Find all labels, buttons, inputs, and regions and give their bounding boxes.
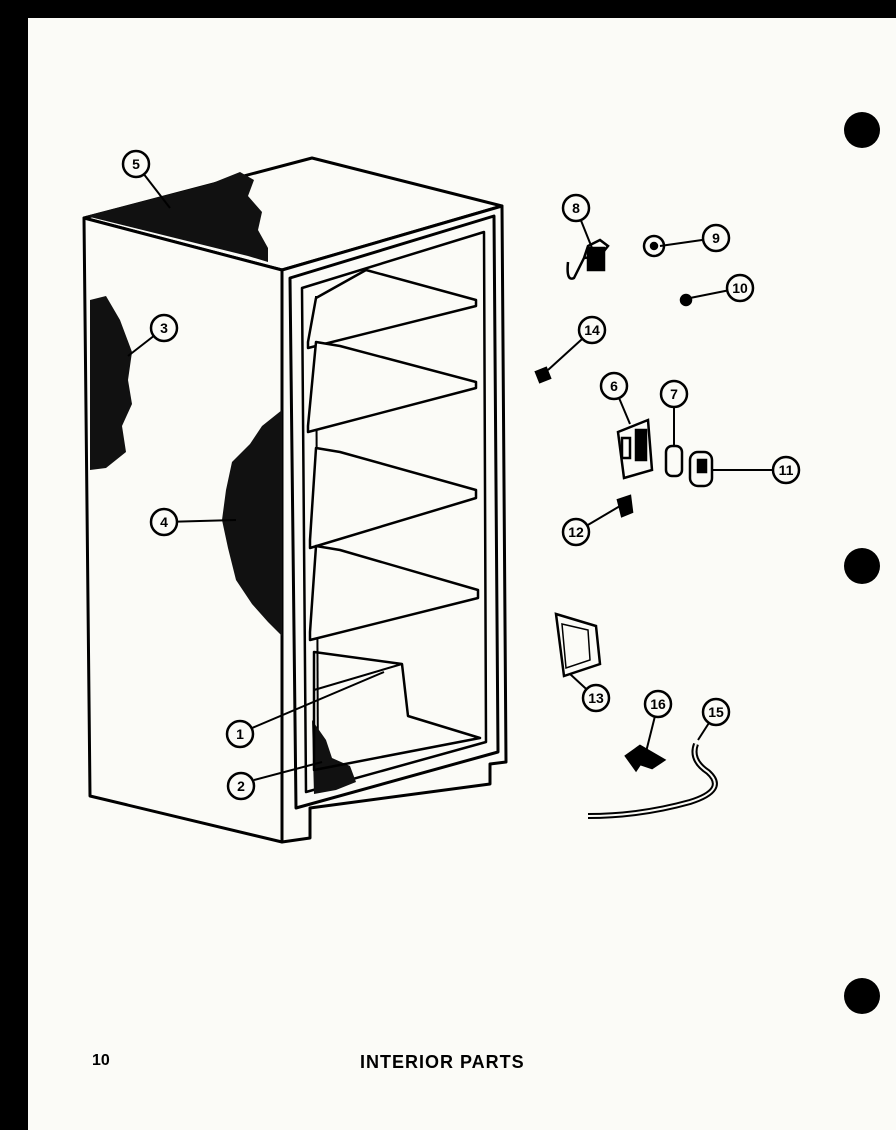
callout-3: 3 xyxy=(149,313,179,343)
liner-inner xyxy=(300,230,488,794)
part-12-clip xyxy=(616,494,634,518)
part-14-grommet xyxy=(534,366,552,384)
part-16-bracket xyxy=(624,744,667,773)
callout-6: 6 xyxy=(599,371,629,401)
punch-hole-middle xyxy=(844,548,880,584)
svg-text:15: 15 xyxy=(708,704,724,720)
callout-5: 5 xyxy=(121,149,151,179)
callout-8: 8 xyxy=(561,193,591,223)
callout-12: 12 xyxy=(561,517,591,547)
part-7-lens xyxy=(664,444,684,478)
callout-11: 11 xyxy=(771,455,801,485)
crisper-pan xyxy=(312,650,482,772)
callout-15: 15 xyxy=(701,697,731,727)
part-6-switch-bracket xyxy=(616,418,654,480)
shelves xyxy=(306,268,482,772)
callout-9: 9 xyxy=(701,223,731,253)
page-number: 10 xyxy=(92,1052,110,1069)
callout-2: 2 xyxy=(226,771,256,801)
callout-10: 10 xyxy=(725,273,755,303)
callout-4: 4 xyxy=(149,507,179,537)
shelf-1 xyxy=(306,268,478,350)
part-11-switch xyxy=(688,450,714,488)
svg-text:2: 2 xyxy=(237,778,245,794)
svg-text:5: 5 xyxy=(132,156,140,172)
insulation-bottom xyxy=(312,720,356,794)
shelf-2 xyxy=(306,340,478,434)
svg-text:6: 6 xyxy=(610,378,618,394)
parts-group xyxy=(534,234,718,819)
punch-hole-top xyxy=(844,112,880,148)
insulation-cutaways xyxy=(86,172,356,794)
svg-text:3: 3 xyxy=(160,320,168,336)
part-10-screw xyxy=(679,293,693,307)
svg-text:11: 11 xyxy=(779,462,794,478)
insulation-side-upper xyxy=(90,296,132,470)
svg-text:14: 14 xyxy=(584,322,600,338)
svg-text:8: 8 xyxy=(572,200,580,216)
callout-16: 16 xyxy=(643,689,673,719)
svg-text:10: 10 xyxy=(732,280,748,296)
part-13-cover-plate xyxy=(554,612,602,678)
page-title: INTERIOR PARTS xyxy=(360,1052,525,1072)
svg-text:4: 4 xyxy=(160,514,168,530)
callout-1: 1 xyxy=(225,719,255,749)
door-opening xyxy=(288,214,500,810)
part-8-thermostat xyxy=(566,238,610,280)
callout-14: 14 xyxy=(577,315,607,345)
insulation-side-lower xyxy=(222,410,282,636)
callout-13: 13 xyxy=(581,683,611,713)
svg-text:1: 1 xyxy=(236,726,244,742)
svg-text:13: 13 xyxy=(588,690,604,706)
svg-text:9: 9 xyxy=(712,230,720,246)
shelf-4 xyxy=(308,544,480,642)
punch-hole-bottom xyxy=(844,978,880,1014)
callout-7: 7 xyxy=(659,379,689,409)
svg-text:12: 12 xyxy=(568,524,584,540)
callout-labels: 5 3 4 1 2 8 9 10 14 6 7 11 12 13 16 15 xyxy=(121,149,801,801)
svg-text:16: 16 xyxy=(650,696,666,712)
insulation-top xyxy=(86,172,268,262)
shelf-3 xyxy=(308,446,478,550)
svg-text:7: 7 xyxy=(670,386,678,402)
